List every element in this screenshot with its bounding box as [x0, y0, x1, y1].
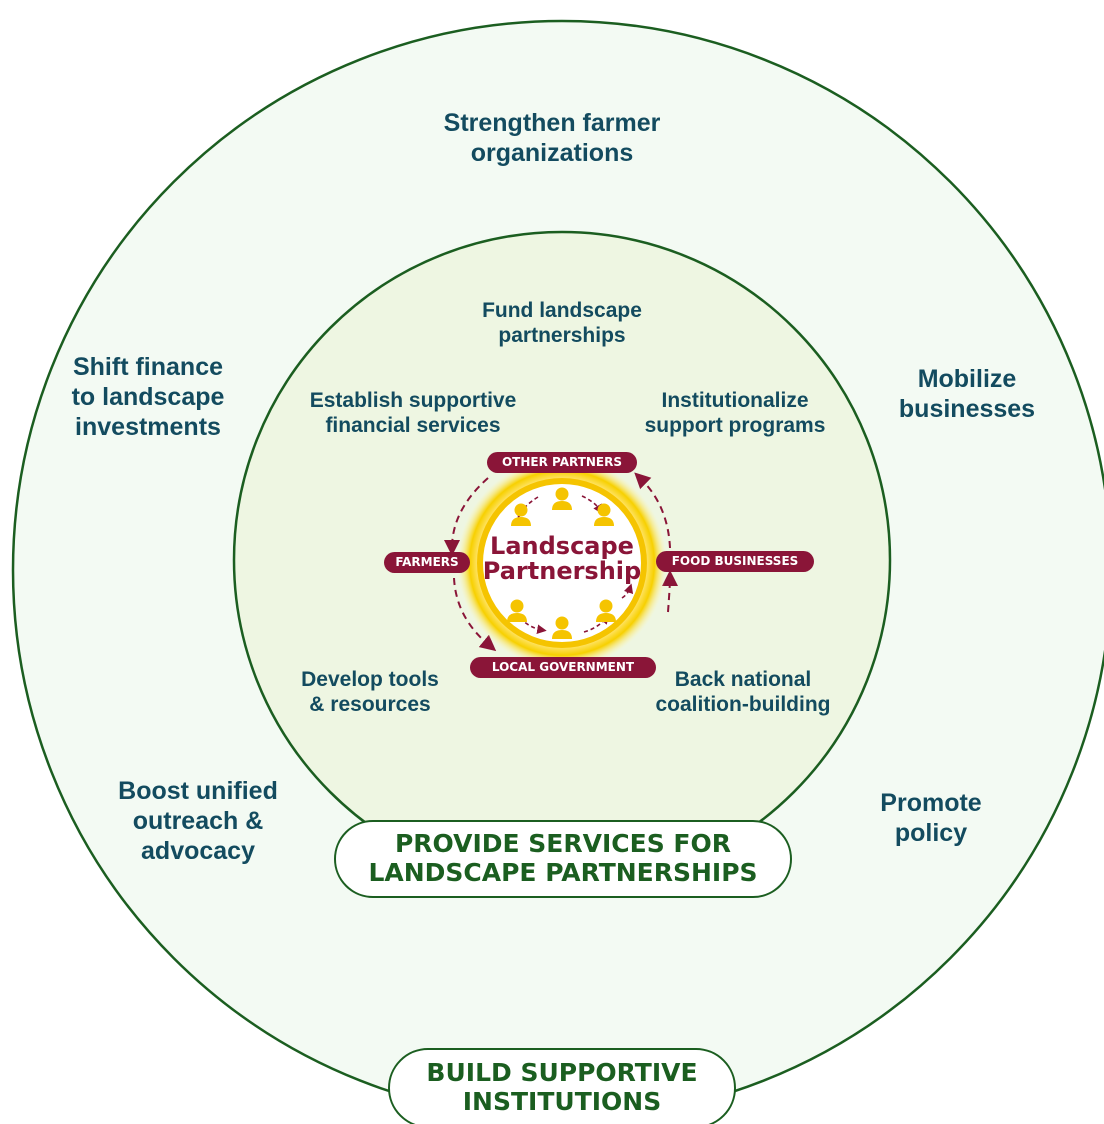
- text-line: support programs: [644, 414, 826, 438]
- banner-line: LANDSCAPE PARTNERSHIPS: [368, 858, 758, 887]
- person-icon: [507, 599, 527, 622]
- text-line: investments: [75, 413, 221, 441]
- text-line: Establish supportive: [309, 389, 517, 412]
- text-line: Mobilize: [917, 365, 1017, 393]
- person-icon: [596, 599, 616, 622]
- text-line: partnerships: [498, 324, 626, 348]
- text-line: & resources: [309, 693, 431, 717]
- institutionalize-support-label: Institutionalize support programs: [624, 388, 846, 438]
- cycle-arrows: [444, 472, 678, 652]
- local-government-pill: LOCAL GOVERNMENT: [470, 657, 656, 678]
- provide-services-banner: PROVIDE SERVICES FOR LANDSCAPE PARTNERSH…: [334, 820, 792, 898]
- person-icons: [507, 487, 616, 639]
- text-line: financial services: [325, 414, 501, 438]
- strengthen-farmer-organizations-label: Strengthen farmer organizations: [402, 108, 702, 168]
- text-line: organizations: [470, 139, 634, 167]
- text-line: Shift finance: [72, 353, 223, 381]
- banner-line: BUILD SUPPORTIVE: [426, 1058, 698, 1088]
- shift-finance-label: Shift finance to landscape investments: [40, 352, 256, 442]
- promote-policy-label: Promote policy: [846, 788, 1016, 848]
- develop-tools-label: Develop tools & resources: [276, 667, 464, 717]
- text-line: Partnership: [482, 557, 642, 586]
- banner-line: INSTITUTIONS: [462, 1087, 662, 1116]
- boost-outreach-label: Boost unified outreach & advocacy: [90, 776, 306, 866]
- person-icon: [594, 503, 614, 526]
- core-title: Landscape Partnership: [470, 532, 654, 586]
- text-line: Develop tools: [301, 668, 439, 691]
- text-line: Back national: [674, 668, 812, 691]
- text-line: Boost unified: [118, 777, 278, 805]
- mobilize-businesses-label: Mobilize businesses: [872, 364, 1062, 424]
- farmers-pill: FARMERS: [384, 552, 470, 573]
- back-coalition-label: Back national coalition-building: [636, 667, 850, 717]
- text-line: businesses: [898, 395, 1036, 423]
- text-line: Landscape: [490, 532, 634, 560]
- text-line: Fund landscape: [482, 299, 642, 322]
- text-line: Institutionalize: [661, 389, 809, 412]
- other-partners-pill: OTHER PARTNERS: [487, 452, 637, 473]
- text-line: policy: [894, 819, 968, 847]
- food-businesses-pill: FOOD BUSINESSES: [656, 551, 814, 572]
- establish-financial-services-label: Establish supportive financial services: [288, 388, 538, 438]
- banner-line: PROVIDE SERVICES FOR: [394, 829, 732, 859]
- text-line: outreach &: [132, 807, 264, 835]
- person-icon: [552, 616, 572, 639]
- text-line: coalition-building: [655, 693, 831, 717]
- person-icon: [511, 503, 531, 526]
- build-institutions-banner: BUILD SUPPORTIVE INSTITUTIONS: [388, 1048, 736, 1124]
- text-line: Promote: [880, 789, 982, 817]
- fund-landscape-partnerships-label: Fund landscape partnerships: [432, 298, 692, 348]
- text-line: Strengthen farmer: [443, 109, 661, 137]
- text-line: advocacy: [141, 837, 255, 865]
- person-icon: [552, 487, 572, 510]
- text-line: to landscape: [71, 383, 225, 411]
